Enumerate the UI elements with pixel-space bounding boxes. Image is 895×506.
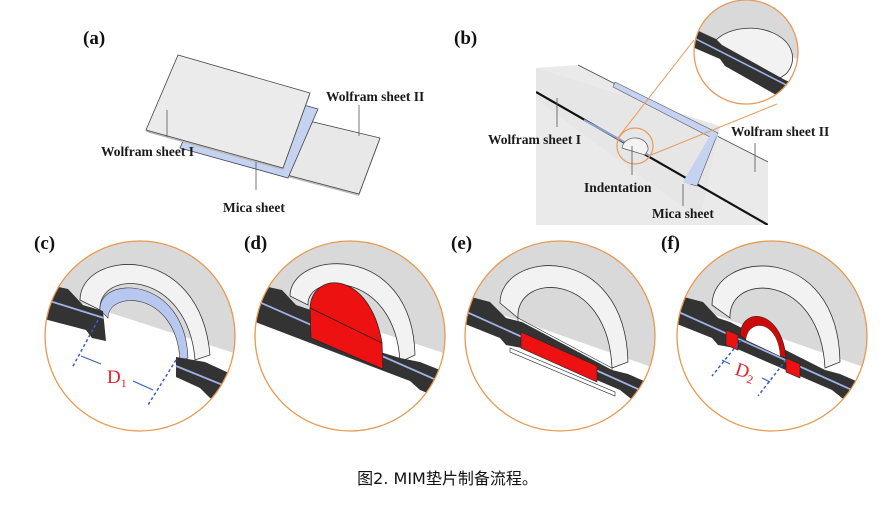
indentation-marker <box>616 127 654 165</box>
panel-label-a: (a) <box>83 28 106 49</box>
panel-label-d: (d) <box>244 233 268 254</box>
label-wolfram-sheet-1-a: Wolfram sheet I <box>101 144 194 159</box>
dimension-d2: D2 <box>732 359 758 387</box>
panel-label-e: (e) <box>451 233 473 254</box>
label-mica-sheet-a: Mica sheet <box>223 200 285 215</box>
dimension-d1: D1 <box>107 367 127 390</box>
label-wolfram-sheet-2-a: Wolfram sheet II <box>326 89 424 104</box>
panel-label-c: (c) <box>34 233 56 254</box>
panel-d-diagram <box>254 240 446 432</box>
label-wolfram-sheet-2-b: Wolfram sheet II <box>731 124 829 139</box>
panel-b-diagram: Wolfram sheet I Wolfram sheet II Indenta… <box>488 0 829 225</box>
figure-caption: 图2. MIM垫片制备流程。 <box>357 469 538 488</box>
panel-label-f: (f) <box>661 233 680 254</box>
panel-e-diagram <box>464 240 656 432</box>
indentation-zoom-inset <box>693 0 799 105</box>
panel-label-b: (b) <box>454 28 478 49</box>
panel-c-diagram: D1 <box>44 240 236 432</box>
wolfram-sheet-1 <box>145 54 311 170</box>
label-mica-sheet-b: Mica sheet <box>652 206 714 221</box>
panel-f-diagram: D2 <box>676 240 868 432</box>
label-indentation: Indentation <box>584 180 652 195</box>
panel-a-diagram: Wolfram sheet I Wolfram sheet II Mica sh… <box>101 54 424 215</box>
label-wolfram-sheet-1-b: Wolfram sheet I <box>488 132 581 147</box>
